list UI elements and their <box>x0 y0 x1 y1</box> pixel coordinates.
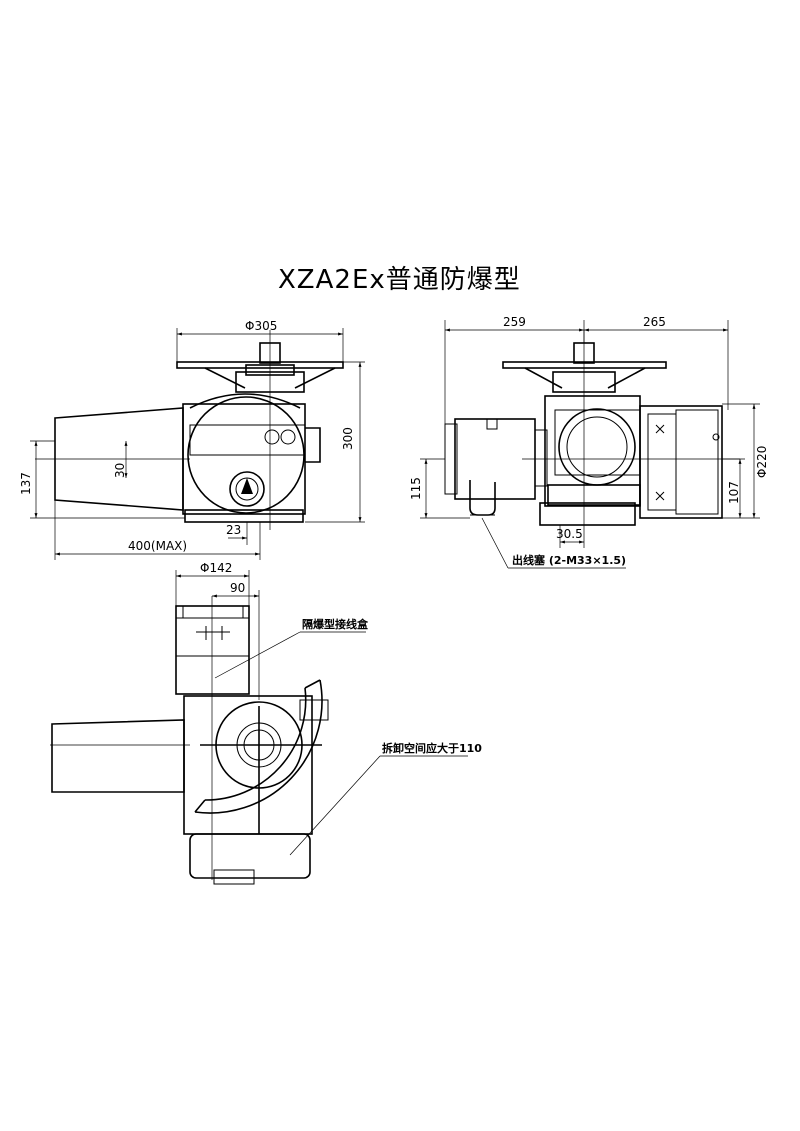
dim-90: 90 <box>230 581 245 595</box>
dim-side-right: 265 <box>643 315 666 329</box>
label-clearance: 拆卸空间应大于110 <box>382 741 482 755</box>
front-view: Φ305 300 137 30 23 400(MAX) <box>19 319 365 560</box>
clearance-arc <box>204 687 307 801</box>
top-junction-box <box>175 605 250 695</box>
dim-107: 107 <box>727 481 741 504</box>
top-motor <box>51 719 185 793</box>
main-housing <box>182 403 306 515</box>
label-cable-gland: 出线塞 (2-M33×1.5) <box>512 553 626 567</box>
top-view: Φ142 90 隔爆型接线盒 拆卸空间应大于110 <box>50 561 482 885</box>
dim-115: 115 <box>409 477 423 500</box>
side-view: 259 265 Φ220 107 115 30.5 出线塞 (2-M33×1.5… <box>409 315 769 569</box>
handwheel-rim-side <box>502 361 667 369</box>
dim-motor: 30 <box>113 463 127 478</box>
label-junction-box: 隔爆型接线盒 <box>302 617 369 631</box>
dim-length: 400(MAX) <box>128 539 187 553</box>
cable-gland <box>469 480 496 516</box>
dim-handwheel: Φ305 <box>245 319 277 333</box>
dim-side-diameter: Φ220 <box>755 446 769 478</box>
base-plate <box>184 509 304 523</box>
dim-left-height: 137 <box>19 472 33 495</box>
dim-offset: 23 <box>226 523 241 537</box>
indicator-window <box>229 471 265 507</box>
dim-height: 300 <box>341 427 355 450</box>
side-junction-box <box>639 405 723 519</box>
dim-142: Φ142 <box>200 561 232 575</box>
drawing-title: XZA2Ex普通防爆型 <box>278 265 521 295</box>
dim-side-left: 259 <box>503 315 526 329</box>
dim-30-5: 30.5 <box>556 527 583 541</box>
